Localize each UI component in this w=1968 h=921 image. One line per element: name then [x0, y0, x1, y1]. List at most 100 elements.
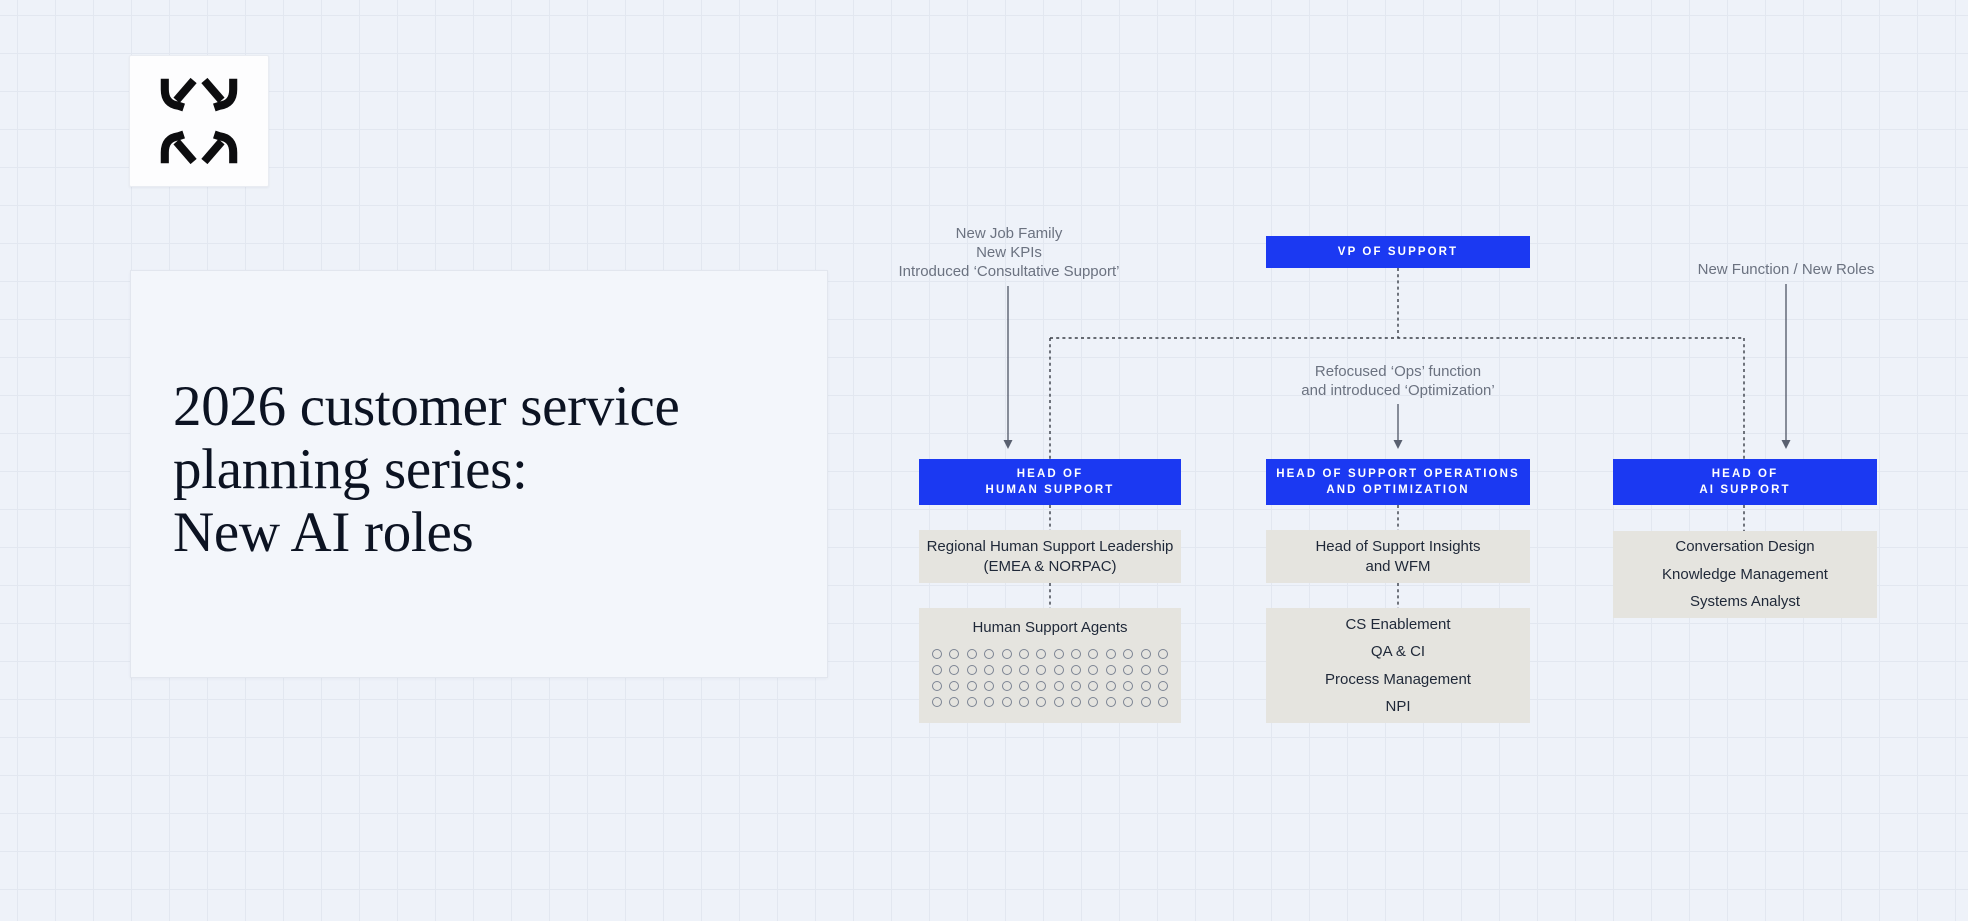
- agent-dot: [1018, 649, 1029, 659]
- agent-dot: [1140, 665, 1151, 675]
- agent-dot: [1071, 649, 1081, 659]
- agent-dot: [932, 697, 942, 707]
- org-box-text-line: Regional Human Support Leadership: [926, 538, 1174, 555]
- org-box-text-line: Process Management: [1325, 670, 1471, 688]
- org-box-text-line: QA & CI: [1370, 643, 1426, 660]
- annotation-ai-support: New Function / New Roles: [1606, 260, 1966, 279]
- agent-dot: [984, 649, 995, 659]
- agent-dot: [1001, 681, 1012, 691]
- converging-arrows-logo-icon: [160, 77, 238, 165]
- agent-dot: [1123, 665, 1134, 675]
- agent-dot: [1123, 697, 1134, 707]
- agent-dot: [1036, 681, 1047, 691]
- org-box-support-insights-wfm: Head of Support Insights and WFM: [1266, 530, 1530, 583]
- agent-dot: [1053, 681, 1064, 691]
- agent-dot: [1157, 665, 1168, 675]
- org-box-vp-of-support: VP OF SUPPORT: [1266, 236, 1530, 268]
- org-box-text-line: Head of Support Insights: [1315, 538, 1481, 555]
- agent-dot: [1140, 697, 1151, 707]
- agent-dot: [1036, 697, 1047, 707]
- org-box-text-line: (EMEA & NORPAC): [983, 557, 1117, 575]
- annotation-ops-optimization: Refocused ‘Ops’ function and introduced …: [1218, 362, 1578, 400]
- agent-dot: [984, 665, 995, 675]
- agent-dot: [1071, 681, 1081, 691]
- org-box-ai-roles: Conversation Design Knowledge Management…: [1613, 531, 1877, 618]
- agent-dot: [1018, 681, 1029, 691]
- agent-dot: [1105, 697, 1116, 707]
- org-box-label-line: HEAD OF SUPPORT OPERATIONS: [1276, 468, 1520, 480]
- org-box-label-line: AI SUPPORT: [1699, 484, 1791, 496]
- org-box-label-line: HEAD OF: [1016, 468, 1084, 480]
- annotation-line: New Function / New Roles: [1697, 261, 1875, 278]
- agent-dot: [1001, 665, 1012, 675]
- org-box-text-line: CS Enablement: [1345, 615, 1451, 633]
- org-box-regional-leadership: Regional Human Support Leadership (EMEA …: [919, 530, 1181, 583]
- agent-dot: [1018, 697, 1029, 707]
- annotation-line: New Job Family: [955, 225, 1063, 242]
- org-box-head-ai-support: HEAD OF AI SUPPORT: [1613, 459, 1877, 505]
- agent-dot: [1053, 665, 1064, 675]
- agent-dot: [949, 697, 960, 707]
- org-box-label-line: HEAD OF: [1711, 468, 1779, 480]
- agent-dot: [1001, 649, 1012, 659]
- agent-dot: [949, 681, 960, 691]
- agent-dot: [984, 697, 995, 707]
- org-box-human-support-agents: Human Support Agents: [919, 608, 1181, 723]
- agent-dot: [966, 697, 977, 707]
- org-box-label-line: AND OPTIMIZATION: [1326, 484, 1470, 496]
- agent-dot: [1123, 681, 1134, 691]
- agent-dot: [1088, 681, 1099, 691]
- agent-dot: [966, 681, 977, 691]
- annotation-line: and introduced ‘Optimization’: [1301, 382, 1495, 399]
- agent-dot: [1157, 681, 1168, 691]
- agent-dot: [1001, 697, 1012, 707]
- agent-dot: [949, 649, 960, 659]
- org-box-head-support-operations: HEAD OF SUPPORT OPERATIONS AND OPTIMIZAT…: [1266, 459, 1530, 505]
- org-box-text-line: Human Support Agents: [972, 619, 1128, 636]
- page-title: 2026 customer service planning series: N…: [173, 375, 680, 564]
- agent-dot: [1036, 665, 1047, 675]
- agent-dot: [1053, 697, 1064, 707]
- org-box-label-line: HUMAN SUPPORT: [985, 484, 1115, 496]
- annotation-human-support: New Job Family New KPIs Introduced ‘Cons…: [829, 224, 1189, 281]
- annotation-line: Refocused ‘Ops’ function: [1314, 363, 1482, 380]
- agent-dot: [1071, 697, 1081, 707]
- agent-dot: [966, 649, 977, 659]
- agent-dot: [1088, 649, 1099, 659]
- agent-dot: [1105, 681, 1116, 691]
- page-title-line-1: 2026 customer service: [173, 375, 680, 438]
- org-box-text-line: Systems Analyst: [1689, 593, 1801, 611]
- org-box-text-line: Knowledge Management: [1662, 565, 1828, 583]
- agents-dot-grid: [932, 649, 1168, 707]
- agent-dot: [1088, 697, 1099, 707]
- hero-panel: 2026 customer service planning series: N…: [130, 270, 828, 678]
- agent-dot: [966, 665, 977, 675]
- agent-dot: [1053, 649, 1064, 659]
- agent-dot: [1140, 649, 1151, 659]
- org-box-text-line: Conversation Design: [1675, 538, 1815, 556]
- org-box-text-line: and WFM: [1365, 557, 1431, 575]
- brand-logo-card: [129, 55, 269, 187]
- agent-dot: [1071, 665, 1081, 675]
- agent-dot: [949, 665, 960, 675]
- org-box-label: VP OF SUPPORT: [1337, 246, 1459, 258]
- page-title-line-2: planning series:: [173, 438, 528, 501]
- agent-dot: [1140, 681, 1151, 691]
- org-box-text-line: NPI: [1385, 698, 1411, 715]
- agent-dot: [1018, 665, 1029, 675]
- org-box-head-human-support: HEAD OF HUMAN SUPPORT: [919, 459, 1181, 505]
- agent-dot: [1157, 649, 1168, 659]
- agent-dot: [1123, 649, 1134, 659]
- agent-dot: [1157, 697, 1168, 707]
- agent-dot: [984, 681, 995, 691]
- page-title-line-3: New AI roles: [173, 501, 474, 564]
- agent-dot: [932, 665, 942, 675]
- agent-dot: [1105, 649, 1116, 659]
- agent-dot: [932, 681, 942, 691]
- org-box-ops-teams: CS Enablement QA & CI Process Management…: [1266, 608, 1530, 723]
- agent-dot: [1088, 665, 1099, 675]
- annotation-line: Introduced ‘Consultative Support’: [898, 263, 1120, 280]
- agent-dot: [932, 649, 942, 659]
- agent-dot: [1105, 665, 1116, 675]
